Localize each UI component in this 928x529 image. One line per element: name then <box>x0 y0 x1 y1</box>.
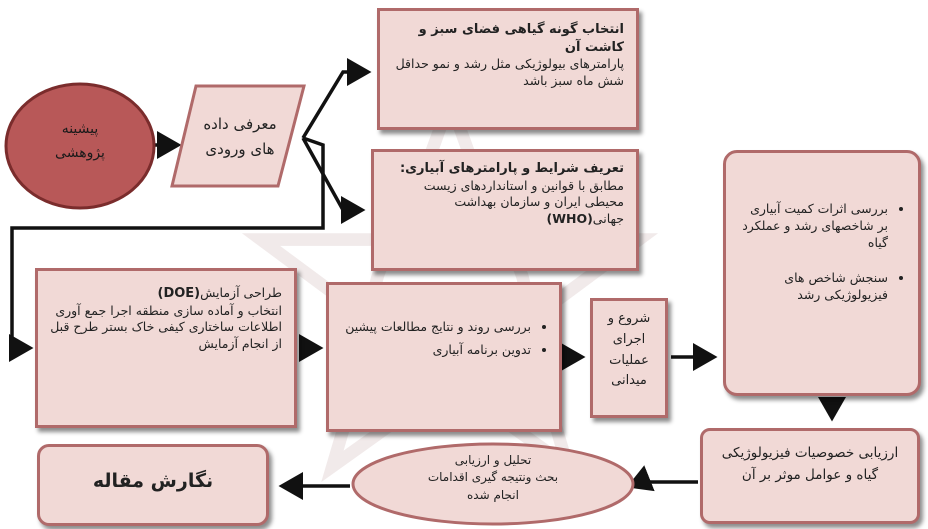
review-item: تدوین برنامه آبیاری <box>341 342 531 359</box>
input-data-shape <box>170 84 306 188</box>
arrow-evaluation-to-analysis <box>626 465 698 492</box>
effects-item: بررسی اثرات کمیت آبیاری بر شاخصهای رشد و… <box>736 201 888 252</box>
effects-box: بررسی اثرات کمیت آبیاری بر شاخصهای رشد و… <box>723 150 921 396</box>
analysis-oval <box>351 442 635 526</box>
plant-selection-body: پارامترهای بیولوژیکی مثل رشد و نمو حداقل… <box>395 56 624 88</box>
irrigation-params-body: مطابق با قوانین و استانداردهای زیست محیط… <box>423 177 624 227</box>
arrow-input-to-plant <box>301 58 372 139</box>
irrigation-params-box: تعریف شرایط و پارامترهای آبیاری: مطابق ب… <box>371 149 639 271</box>
irrigation-params-title: تعریف شرایط و پارامترهای آبیاری: <box>399 161 624 176</box>
field-operations-box: شروع و اجرای عملیات میدانی <box>590 298 668 418</box>
review-box: بررسی روند و نتایج مطالعات پیشین تدوین ب… <box>326 282 562 432</box>
plant-selection-title: انتخاب گونه گیاهی فضای سبز و کاشت آن <box>418 22 624 55</box>
plant-selection-box: انتخاب گونه گیاهی فضای سبز و کاشت آن پار… <box>377 8 639 130</box>
arrow-input-to-irrigation <box>301 137 366 224</box>
connector-input-to-design <box>10 136 325 348</box>
experiment-design-body: انتخاب و آماده سازی منطقه اجرا جمع آوری … <box>50 302 282 352</box>
writing-box: نگارش مقاله <box>37 444 269 526</box>
review-item: بررسی روند و نتایج مطالعات پیشین <box>341 319 531 336</box>
analysis-label: تحلیل و ارزیابی بحث ونتیجه گیری اقدامات … <box>427 453 559 502</box>
prior-research-label: پیشینه پژوهشی <box>55 121 105 161</box>
evaluation-box: ارزیابی خصوصیات فیزیولوژیکی گیاه و عوامل… <box>700 428 920 524</box>
effects-item: سنجش شاخص های فیزیولوژیکی رشد <box>736 270 888 304</box>
experiment-design-box: طراحی آزمایش(DOE) انتخاب و آماده سازی من… <box>35 268 297 428</box>
experiment-design-title: طراحی آزمایش(DOE) <box>157 285 282 301</box>
prior-research-oval <box>4 82 156 210</box>
input-data-label: معرفی داده های ورودی <box>203 115 277 158</box>
